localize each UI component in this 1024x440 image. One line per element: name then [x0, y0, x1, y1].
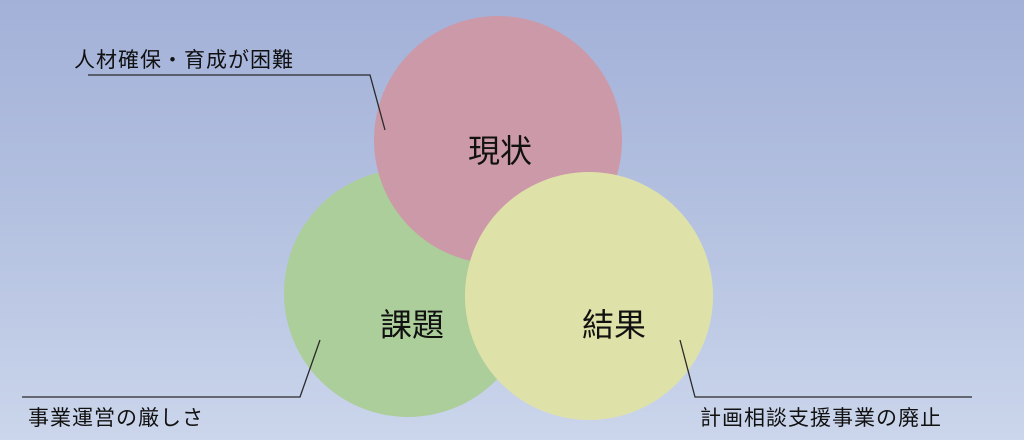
callout-line-left — [22, 339, 321, 398]
callout-line-top — [88, 74, 386, 131]
note-service-closure: 計画相談支援事業の廃止 — [700, 406, 942, 430]
circle-results — [465, 172, 713, 420]
note-talent-difficulty: 人材確保・育成が困難 — [74, 48, 294, 72]
note-operation-hardship: 事業運営の厳しさ — [28, 406, 204, 430]
circle-label-current: 現状 — [468, 132, 532, 170]
circle-label-results: 結果 — [582, 306, 646, 344]
circle-label-issues: 課題 — [380, 306, 444, 344]
callout-line-right — [679, 339, 972, 398]
